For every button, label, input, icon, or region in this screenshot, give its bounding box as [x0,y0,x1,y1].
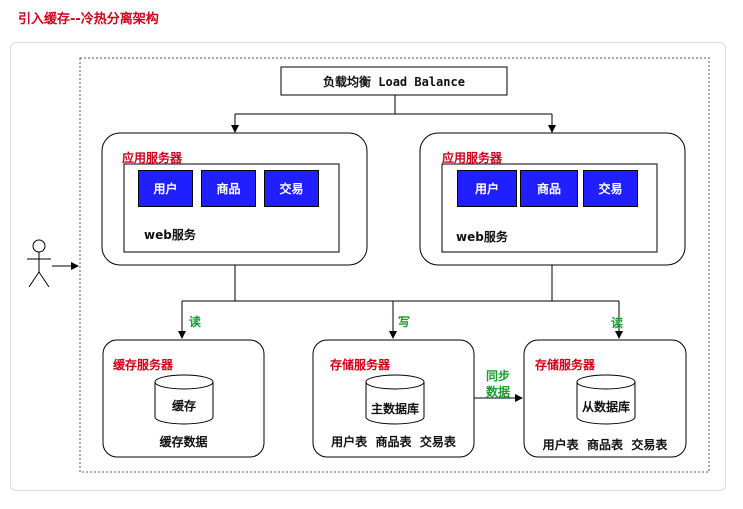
storage-master-tables: 用户表 商品表 交易表 [331,435,456,449]
master-db-icon [365,374,425,425]
edge-write-label: 写 [398,315,411,329]
edge-read-right-label: 读 [611,316,624,330]
web-service-left-label: web服务 [144,228,196,242]
cache-data-caption: 缓存数据 [159,435,208,449]
app-server-right-title: 应用服务器 [442,151,503,165]
cache-db-icon [154,374,214,425]
lb-to-app-connector [234,95,553,130]
app-server-left-title: 应用服务器 [122,151,183,165]
system-boundary [79,57,710,473]
outer-frame [10,42,726,491]
slave-db-icon [576,374,636,425]
load-balancer-label: 负载均衡 Load Balance [323,75,465,89]
slave-db-label: 从数据库 [581,400,630,414]
module-trade-left: 交易 [264,170,319,207]
storage-master-title: 存储服务器 [330,358,391,372]
edge-read-left-label: 读 [189,315,202,329]
cache-db-label: 缓存 [171,399,196,413]
edge-sync-label: 同步 数据 [485,369,510,399]
storage-slave-title: 存储服务器 [535,358,596,372]
module-product-right: 商品 [520,170,578,207]
module-product-left: 商品 [201,170,256,207]
module-user-left: 用户 [138,170,193,207]
load-balancer-box [280,66,508,96]
page-title: 引入缓存--冷热分离架构 [18,12,159,27]
master-db-label: 主数据库 [370,402,419,416]
cache-server-title: 缓存服务器 [113,358,174,372]
storage-slave-tables: 用户表 商品表 交易表 [542,438,668,452]
user-stick-figure-icon [27,239,51,288]
module-trade-right: 交易 [583,170,638,207]
app-to-storage-connector [181,265,620,334]
web-service-right-label: web服务 [456,230,508,244]
module-user-right: 用户 [457,170,517,207]
